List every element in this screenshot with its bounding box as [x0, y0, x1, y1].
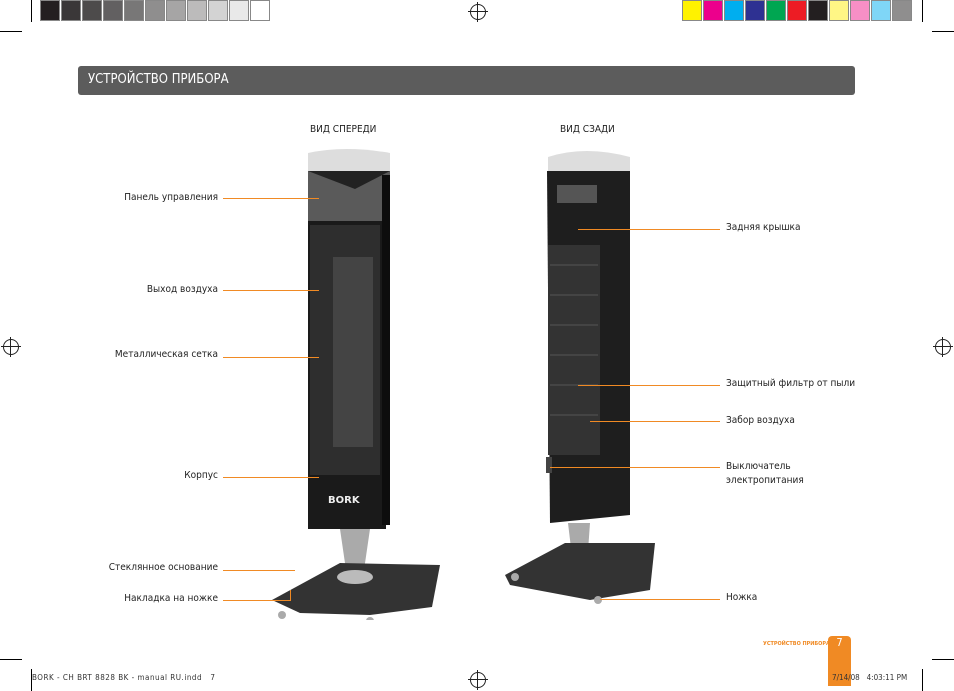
color-swatch: [124, 0, 144, 21]
leader-line: [578, 229, 720, 230]
crop-mark: [0, 659, 22, 660]
color-swatch: [766, 0, 786, 21]
registration-mark-icon: [468, 2, 488, 22]
color-swatch: [82, 0, 102, 21]
leader-line: [223, 570, 295, 571]
rear-view-title: ВИД СЗАДИ: [560, 124, 615, 135]
label-dust-filter: Защитный фильтр от пыли: [726, 378, 856, 389]
leader-line: [223, 290, 319, 291]
color-swatch: [103, 0, 123, 21]
leader-line: [290, 590, 291, 601]
footer-timestamp: 7/14/08 4:03:11 PM: [832, 673, 908, 682]
color-swatch: [145, 0, 165, 21]
color-swatch: [724, 0, 744, 21]
color-swatch: [892, 0, 912, 21]
color-swatch: [166, 0, 186, 21]
brand-logo: BORK: [328, 495, 361, 506]
leader-line: [590, 421, 720, 422]
color-swatch: [829, 0, 849, 21]
label-air-outlet: Выход воздуха: [146, 284, 218, 295]
color-swatch: [187, 0, 207, 21]
leader-line: [223, 198, 319, 199]
color-swatch: [208, 0, 228, 21]
label-control-panel: Панель управления: [124, 192, 218, 203]
registration-mark-icon: [933, 337, 953, 357]
crop-mark: [932, 659, 954, 660]
registration-mark-icon: [1, 337, 21, 357]
color-swatch: [745, 0, 765, 21]
crop-mark: [0, 31, 22, 32]
color-swatch: [871, 0, 891, 21]
front-view-title: ВИД СПЕРЕДИ: [310, 124, 377, 135]
crop-mark: [922, 669, 923, 691]
leader-line: [223, 600, 291, 601]
page-number-tab: 7: [828, 636, 851, 686]
color-swatch: [808, 0, 828, 21]
crop-mark: [922, 0, 923, 22]
leader-line: [223, 477, 319, 478]
color-swatch: [40, 0, 60, 21]
color-swatch: [703, 0, 723, 21]
footer-section-name: УСТРОЙСТВО ПРИБОРА: [763, 641, 830, 647]
label-rear-cover: Задняя крышка: [726, 222, 801, 233]
leader-line: [578, 385, 720, 386]
section-title: УСТРОЙСТВО ПРИБОРА: [88, 72, 229, 87]
footer-filename: BORK - CH BRT 8828 BK - manual RU.indd 7: [32, 673, 216, 682]
crop-mark: [932, 31, 954, 32]
leader-line: [223, 357, 319, 358]
label-metal-grille: Металлическая сетка: [114, 349, 218, 360]
label-foot: Ножка: [726, 592, 758, 603]
leader-line: [550, 467, 720, 468]
label-foot-pad: Накладка на ножке: [124, 593, 218, 604]
section-header: УСТРОЙСТВО ПРИБОРА: [78, 66, 855, 95]
color-swatch: [61, 0, 81, 21]
label-glass-base: Стеклянное основание: [108, 562, 218, 573]
label-housing: Корпус: [184, 470, 218, 481]
label-air-intake: Забор воздуха: [726, 415, 795, 426]
crop-mark: [31, 0, 32, 22]
rear-heater-image: [505, 151, 655, 604]
front-heater-image: BORK: [272, 149, 440, 620]
color-swatch: [850, 0, 870, 21]
color-swatch: [229, 0, 249, 21]
color-swatch: [787, 0, 807, 21]
leader-line: [600, 599, 720, 600]
color-swatch: [682, 0, 702, 21]
registration-mark-icon: [468, 670, 488, 690]
color-swatch: [250, 0, 270, 21]
crop-mark: [31, 669, 32, 691]
page-number: 7: [836, 636, 843, 649]
